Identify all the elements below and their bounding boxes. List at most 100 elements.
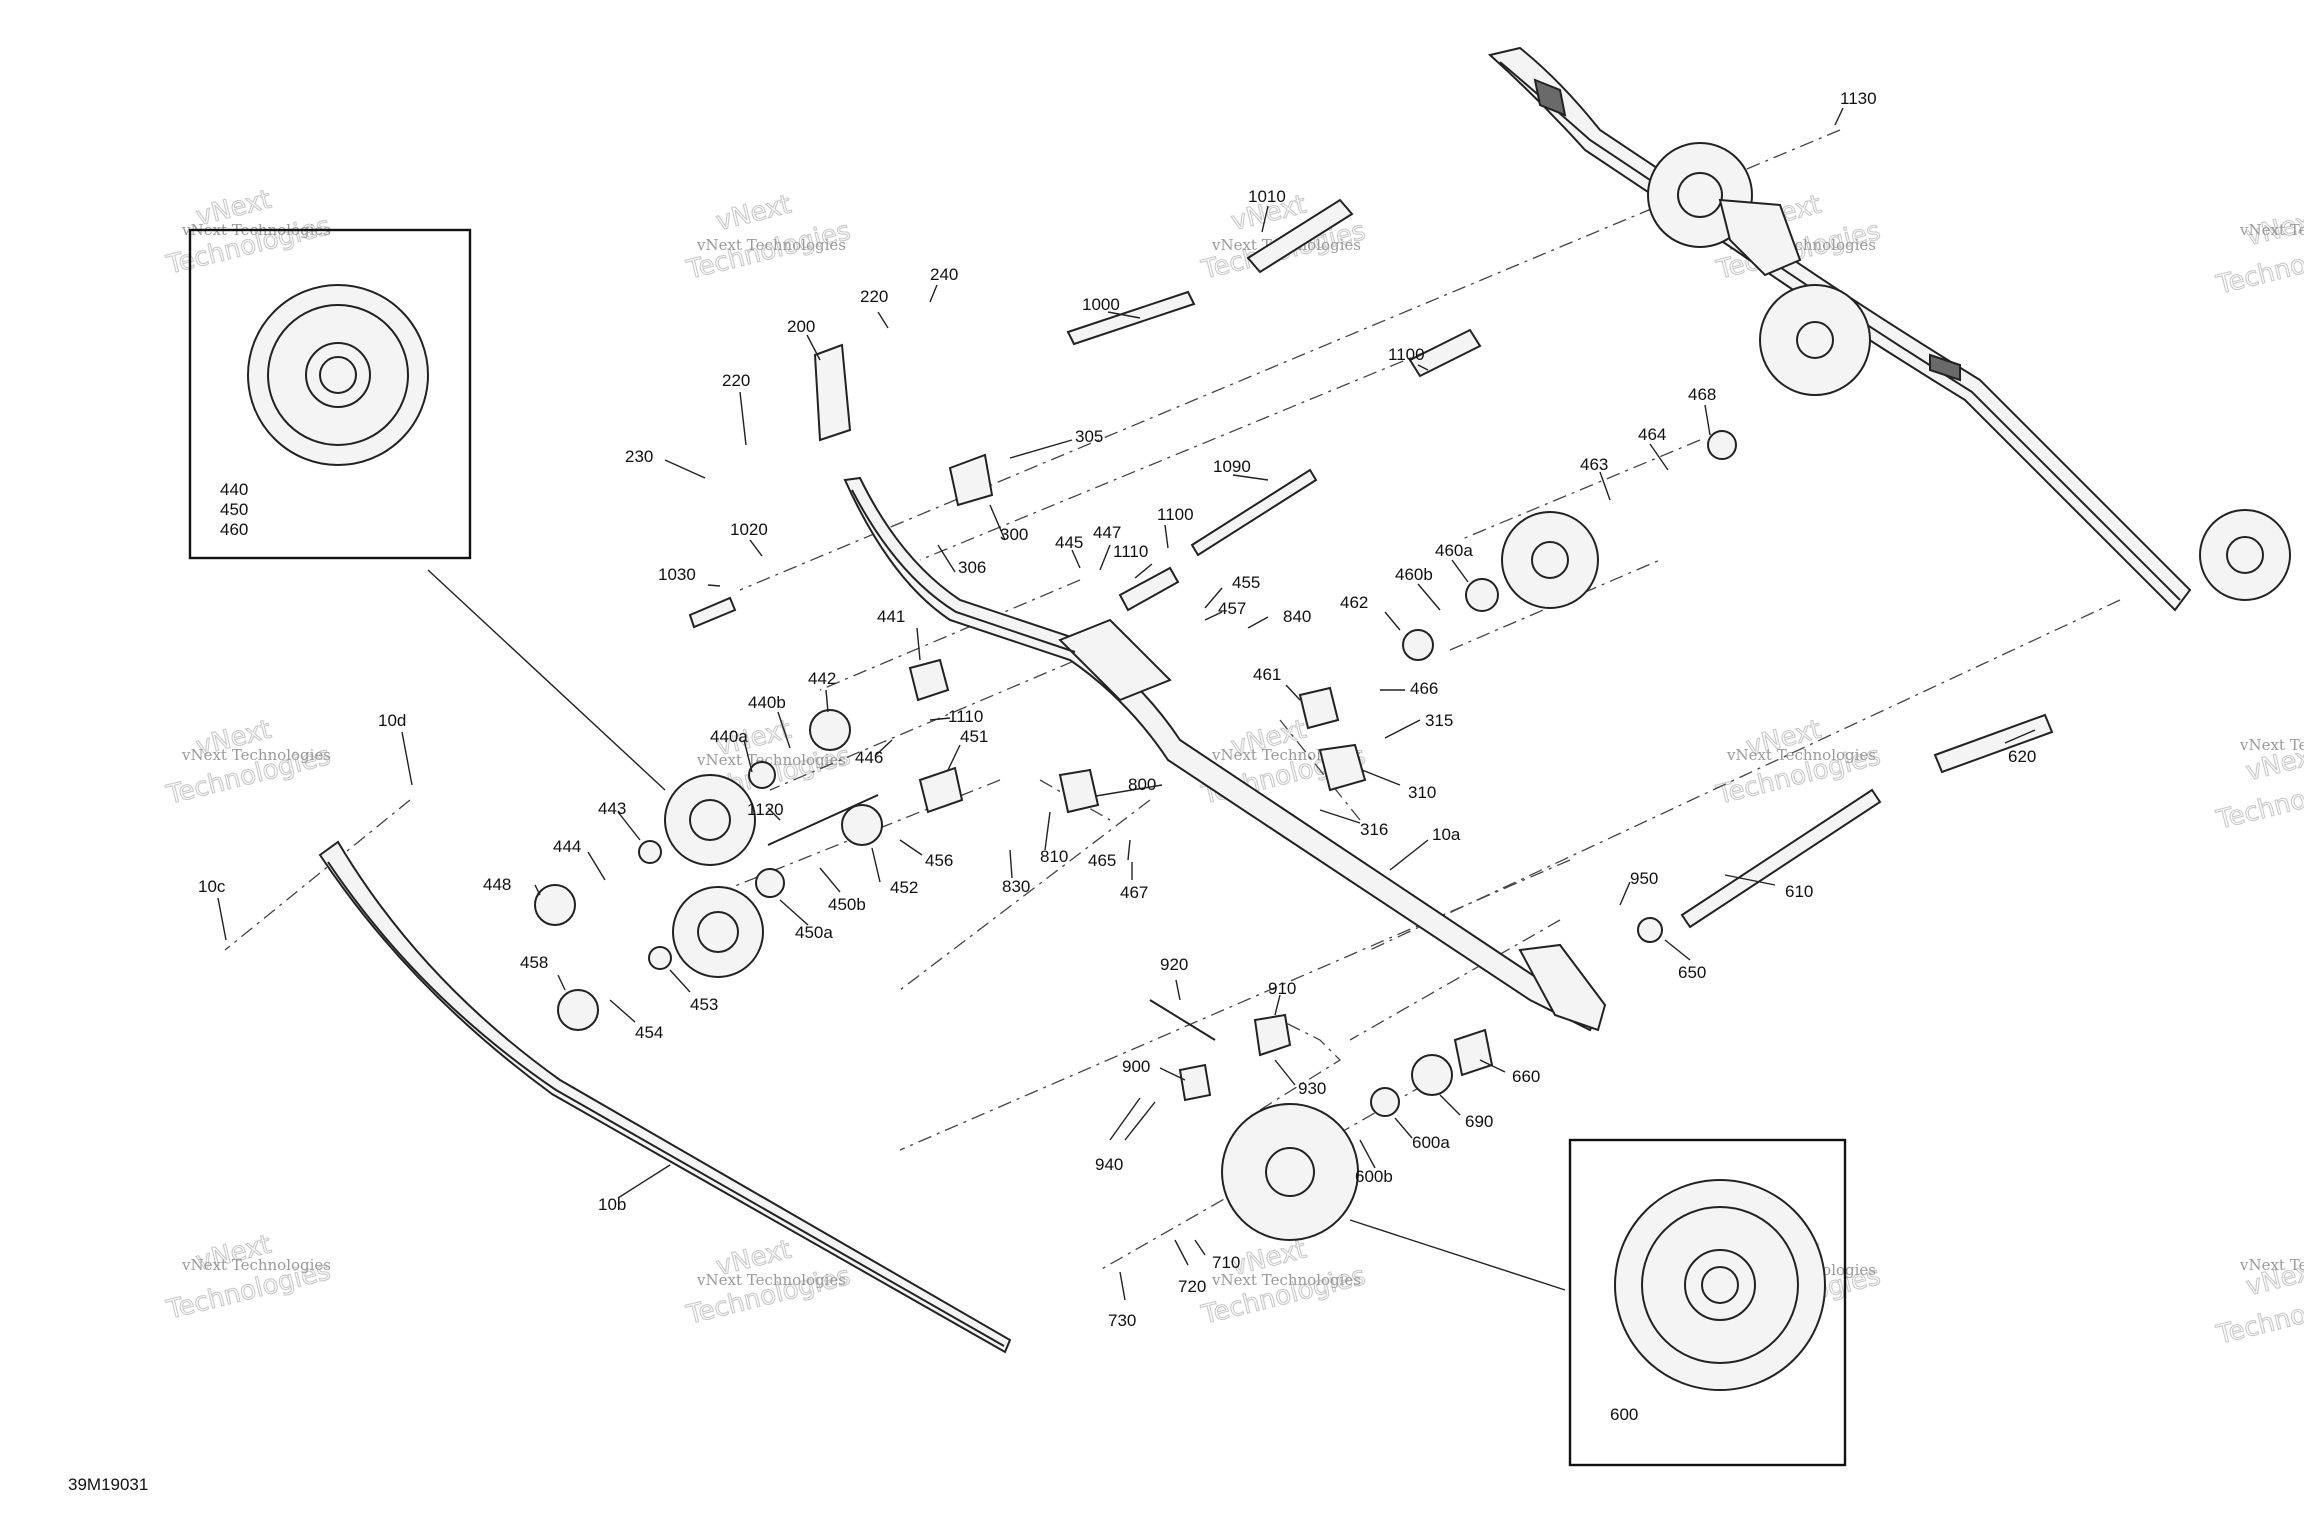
spacer-1010 [1246,198,1354,274]
inset-box-wheel-440: 440 450 460 [188,228,472,560]
centerline [224,799,411,951]
callout-label: 920 [1160,955,1188,974]
inset-box-wheel-600: 600 [1568,1138,1847,1467]
callout-label: 940 [1095,1155,1123,1174]
callout-label: 600b [1355,1167,1393,1186]
bearing-460a [1465,578,1499,612]
shaft-1000 [1066,290,1196,346]
watermark-text: vNext Technologies [696,236,846,254]
centerline [699,779,1001,901]
callout-label: 461 [1253,665,1281,684]
callout-label: 467 [1120,883,1148,902]
callout-label: 810 [1040,847,1068,866]
callout-label: 1130 [1840,89,1877,108]
callout-label: 650 [1678,963,1706,982]
callout-label: 830 [1002,877,1030,896]
centerline [919,349,1431,561]
washer-462 [1402,629,1434,661]
centerline [1449,559,1661,651]
callout-label: 800 [1128,775,1156,794]
callout-labels: 1130 1010 1000 240 220 200 220 230 1100 … [198,89,2036,1330]
callout-label: 441 [877,607,905,626]
callout-label: 460 [220,520,248,539]
centerline [1459,439,1701,541]
callout-label: 610 [1785,882,1813,901]
slide-rail-10a [843,476,1607,1032]
callout-label: 200 [787,317,815,336]
callout-label: 240 [930,265,958,284]
callout-label: 220 [860,287,888,306]
callout-label: 10c [198,877,226,896]
block-441 [908,658,950,702]
centerline [819,579,1081,691]
cap-448 [534,884,576,926]
callout-label: 463 [1580,455,1608,474]
parts [534,198,2054,1241]
watermark-text: vNext Technologies [181,746,331,764]
washer-443 [638,840,662,864]
callout-label: 600a [1412,1133,1450,1152]
centerline [739,129,1841,591]
bearing-690 [1411,1054,1453,1096]
spacer-1100b [1118,566,1180,612]
watermark-text: vNext Technologies [2239,221,2304,239]
callout-label: 466 [1410,679,1438,698]
callout-label: 455 [1232,573,1260,592]
callout-label: 230 [625,447,653,466]
callout-label: 445 [1055,533,1083,552]
callout-label: 450b [828,895,866,914]
callout-label: 457 [1218,599,1246,618]
bracket-900 [1178,1063,1212,1102]
callout-label: 446 [855,748,883,767]
callout-label: 840 [1283,607,1311,626]
callout-label: 950 [1630,869,1658,888]
callout-label: 460b [1395,565,1433,584]
centerline [1369,599,2121,951]
callout-label: 440a [710,727,748,746]
callout-label: 1100 [1388,345,1425,364]
callout-label: 458 [520,953,548,972]
callout-label: 1110 [948,707,983,726]
callout-label: 440 [220,480,248,499]
rear-suspension-rail [1487,46,2291,612]
cup-660 [1453,1028,1494,1077]
bearing-440a [748,761,776,789]
spacer-620 [1933,713,2054,774]
callout-label: 10a [1432,825,1461,844]
callout-label: 454 [635,1023,663,1042]
callout-label: 910 [1268,979,1296,998]
shaft-1090 [1190,468,1318,557]
callout-label: 310 [1408,783,1436,802]
callout-label: 306 [958,558,986,577]
callout-label: 440b [748,693,786,712]
bracket-800 [1058,768,1100,814]
callout-label: 1120 [747,800,784,819]
callout-label: 452 [890,878,918,897]
callout-label: 450a [795,923,833,942]
callout-label: 465 [1088,851,1116,870]
washer-453 [648,946,672,970]
callout-label: 1030 [658,565,696,584]
callout-label: 450 [220,500,248,519]
callout-label: 930 [1298,1079,1326,1098]
callout-label: 300 [1000,525,1028,544]
drawing-reference-code: 39M19031 [68,1475,148,1494]
callout-label: 1090 [1213,457,1251,476]
callout-label: 1010 [1248,187,1286,206]
watermark-text: vNext [713,190,794,237]
watermark-text: vNext Technologies [181,1256,331,1274]
callout-label: 316 [1360,820,1388,839]
callout-label: 1100 [1157,505,1194,524]
block-461 [1298,686,1340,730]
callout-label: 720 [1178,1277,1206,1296]
callout-label: 660 [1512,1067,1540,1086]
callout-label: 468 [1688,385,1716,404]
callout-label: 442 [808,669,836,688]
leader-lines [217,107,2036,1301]
bearing-442 [809,709,851,751]
watermark-text: vNext Technologies [2239,1256,2304,1274]
shaft-610 [1680,788,1882,929]
bearing-600a [1370,1087,1400,1117]
